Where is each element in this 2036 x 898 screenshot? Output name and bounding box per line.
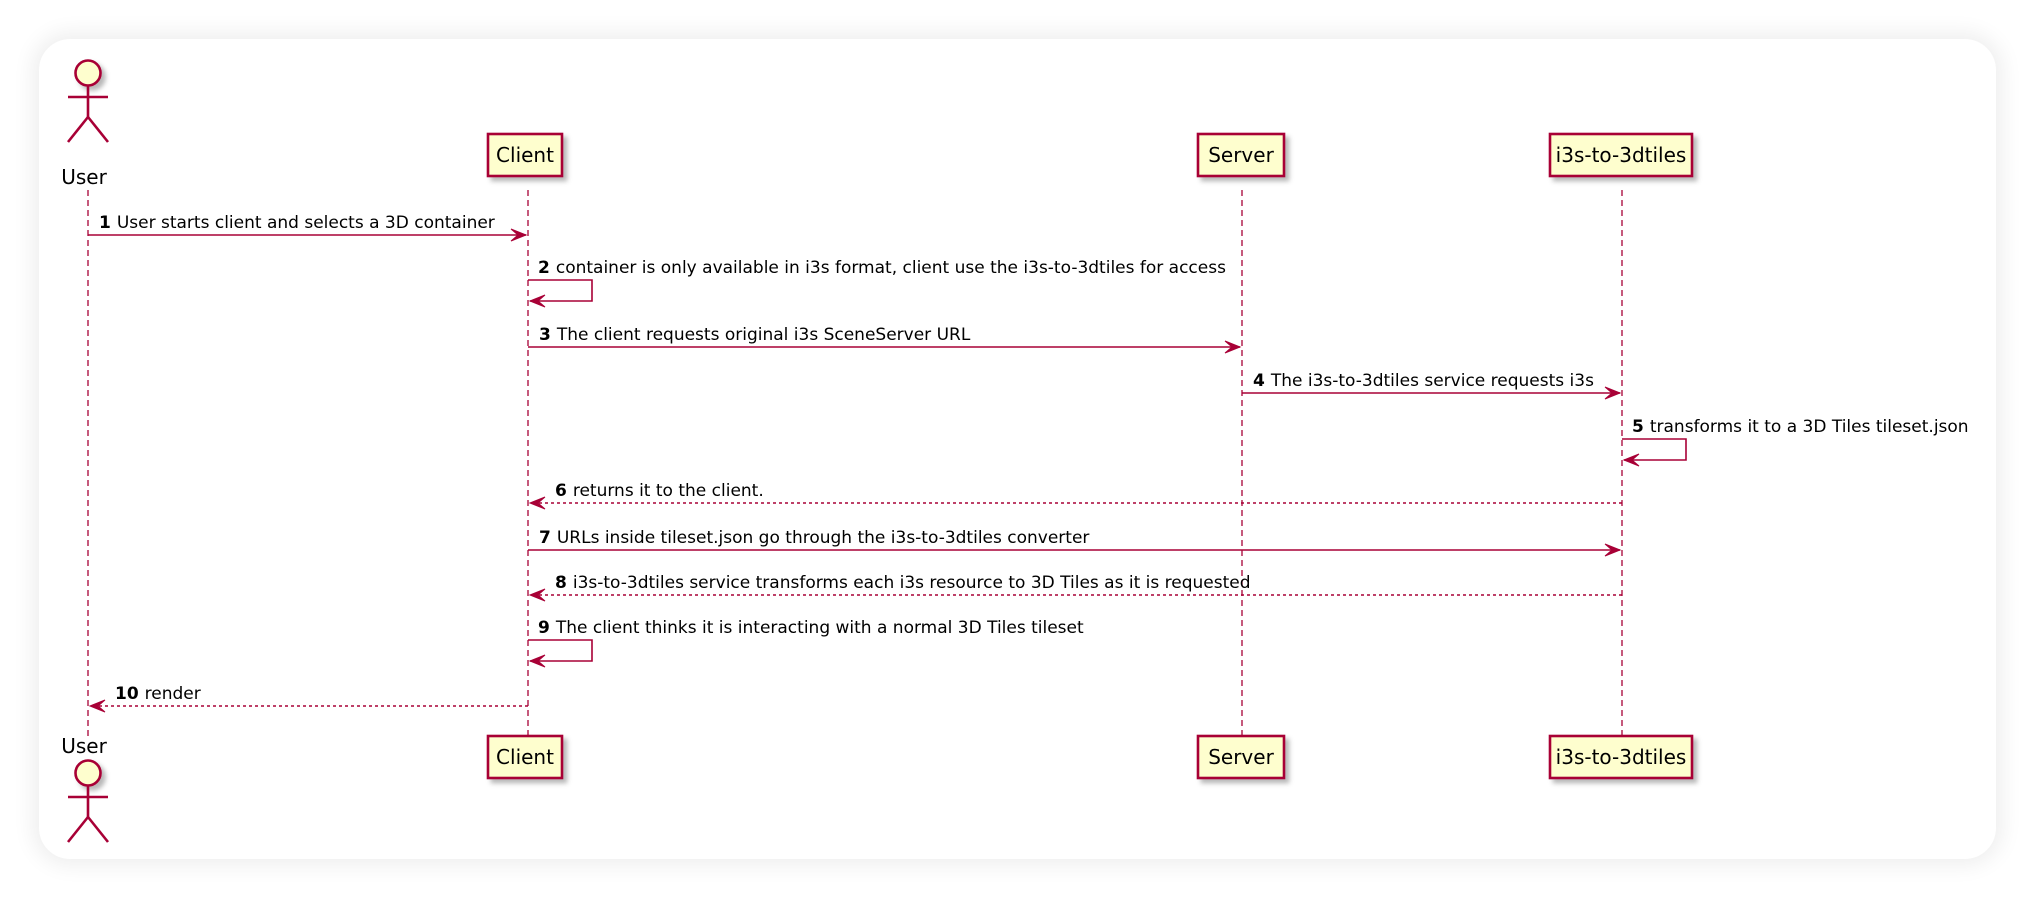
actor-figure-icon bbox=[66, 59, 110, 143]
arrowhead-icon bbox=[1224, 340, 1242, 354]
participant-label: i3s-to-3dtiles bbox=[1556, 745, 1687, 769]
message-7: 7 URLs inside tileset.json go through the… bbox=[528, 528, 1622, 557]
message-text: URLs inside tileset.json go through the … bbox=[557, 528, 1090, 548]
arrowhead-icon bbox=[1622, 453, 1640, 467]
arrowhead-icon bbox=[528, 654, 546, 668]
message-number: 1 bbox=[99, 213, 111, 233]
message-8: 8 i3s-to-3dtiles service transforms each … bbox=[528, 573, 1622, 602]
participant-label: Server bbox=[1208, 143, 1274, 167]
message-label: 10 render bbox=[115, 684, 201, 704]
participant-client-top: Client bbox=[486, 132, 564, 178]
message-text: The client thinks it is interacting with… bbox=[555, 618, 1084, 638]
participant-server-bottom: Server bbox=[1196, 734, 1286, 780]
message-number: 10 bbox=[115, 684, 139, 704]
message-text: The client requests original i3s SceneSe… bbox=[556, 325, 971, 345]
arrowhead-icon bbox=[510, 228, 528, 242]
message-label: 2 container is only available in i3s form… bbox=[538, 258, 1226, 278]
arrowhead-icon bbox=[1604, 543, 1622, 557]
message-label: 7 URLs inside tileset.json go through the… bbox=[539, 528, 1089, 548]
participant-label: Client bbox=[496, 745, 554, 769]
message-number: 3 bbox=[539, 325, 551, 345]
message-number: 9 bbox=[538, 618, 550, 638]
participant-client-bottom: Client bbox=[486, 734, 564, 780]
participant-label: Server bbox=[1208, 745, 1274, 769]
actor-figure-icon bbox=[66, 759, 110, 843]
participant-i3s-bottom: i3s-to-3dtiles bbox=[1548, 734, 1694, 780]
message-number: 6 bbox=[555, 481, 567, 501]
message-1: 1 User starts client and selects a 3D con… bbox=[88, 213, 528, 242]
message-number: 4 bbox=[1253, 371, 1265, 391]
participant-i3s-top: i3s-to-3dtiles bbox=[1548, 132, 1694, 178]
actor-label-bottom: User bbox=[61, 734, 107, 758]
message-label: 8 i3s-to-3dtiles service transforms each … bbox=[555, 573, 1251, 593]
message-line bbox=[528, 279, 593, 302]
message-10: 10 render bbox=[88, 684, 528, 713]
message-label: 1 User starts client and selects a 3D con… bbox=[99, 213, 495, 233]
message-2: 2 container is only available in i3s form… bbox=[528, 258, 1226, 308]
message-line bbox=[1622, 438, 1687, 461]
participant-server-top: Server bbox=[1196, 132, 1286, 178]
message-number: 5 bbox=[1632, 417, 1644, 437]
message-line bbox=[528, 639, 593, 662]
message-text: User starts client and selects a 3D cont… bbox=[117, 213, 495, 233]
arrowhead-icon bbox=[528, 496, 546, 510]
arrowhead-icon bbox=[528, 294, 546, 308]
message-number: 8 bbox=[555, 573, 567, 593]
message-label: 5 transforms it to a 3D Tiles tileset.jso… bbox=[1632, 417, 1969, 437]
arrowhead-icon bbox=[528, 588, 546, 602]
message-number: 2 bbox=[538, 258, 550, 278]
message-label: 6 returns it to the client. bbox=[555, 481, 764, 501]
actor-label-top: User bbox=[61, 165, 107, 189]
message-text: transforms it to a 3D Tiles tileset.json bbox=[1650, 417, 1969, 437]
message-text: returns it to the client. bbox=[573, 481, 764, 501]
arrowhead-icon bbox=[1604, 386, 1622, 400]
message-6: 6 returns it to the client. bbox=[528, 481, 1622, 510]
message-5: 5 transforms it to a 3D Tiles tileset.jso… bbox=[1622, 417, 1969, 467]
message-text: The i3s-to-3dtiles service requests i3s bbox=[1270, 371, 1594, 391]
participant-label: Client bbox=[496, 143, 554, 167]
message-text: render bbox=[145, 684, 201, 704]
message-text: i3s-to-3dtiles service transforms each i… bbox=[573, 573, 1251, 593]
participant-label: i3s-to-3dtiles bbox=[1556, 143, 1687, 167]
arrowhead-icon bbox=[88, 699, 106, 713]
message-text: container is only available in i3s forma… bbox=[556, 258, 1226, 278]
message-number: 7 bbox=[539, 528, 551, 548]
